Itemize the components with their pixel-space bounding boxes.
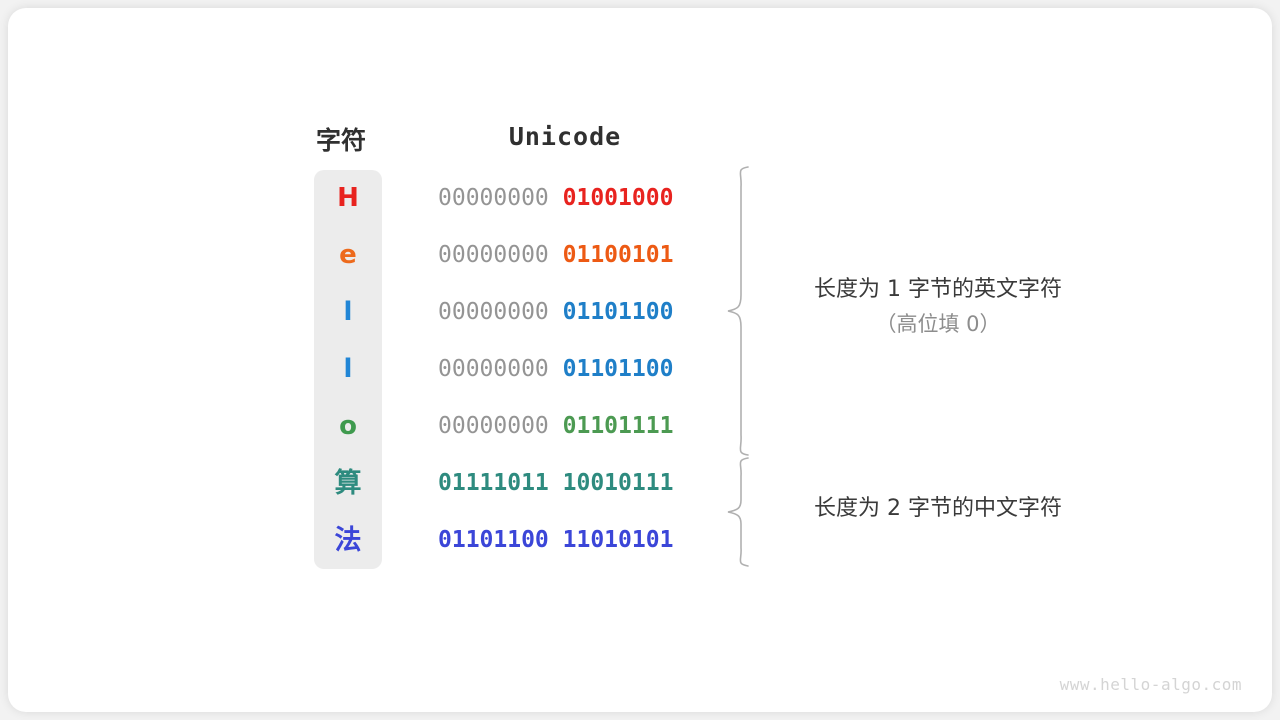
- row-unicode-binary: 00000000 01101111: [438, 398, 698, 455]
- low-byte: 01101111: [562, 413, 674, 439]
- low-byte: 01100101: [562, 242, 674, 268]
- byte-separator: [549, 470, 563, 496]
- row-character: e: [339, 240, 357, 270]
- byte-separator: [549, 413, 563, 439]
- high-byte: 01111011: [438, 470, 549, 496]
- byte-separator: [549, 356, 563, 382]
- byte-separator: [549, 299, 563, 325]
- figure-card: 字符 Unicode H 00000000 01001000 e 00000000 0…: [8, 8, 1272, 712]
- row-character: l: [343, 297, 353, 327]
- low-byte: 01001000: [562, 185, 674, 211]
- annotation-one-byte-line2: （高位填 0）: [875, 312, 1001, 336]
- row-character: o: [339, 411, 357, 441]
- low-byte: 10010111: [562, 470, 674, 496]
- high-byte: 00000000: [438, 242, 549, 268]
- high-byte: 01101100: [438, 527, 549, 553]
- brace-two-byte: [727, 457, 749, 567]
- byte-separator: [549, 242, 563, 268]
- row-unicode-binary: 00000000 01001000: [438, 170, 698, 227]
- byte-separator: [549, 185, 563, 211]
- row-character: 法: [334, 525, 362, 556]
- high-byte: 00000000: [438, 185, 549, 211]
- row-character: l: [343, 354, 353, 384]
- low-byte: 01101100: [562, 299, 674, 325]
- byte-separator: [549, 527, 563, 553]
- row-unicode-binary: 01101100 11010101: [438, 512, 698, 569]
- annotation-two-byte-line1: 长度为 2 字节的中文字符: [814, 496, 1062, 521]
- row-unicode-binary: 00000000 01101100: [438, 284, 698, 341]
- row-unicode-binary: 00000000 01101100: [438, 341, 698, 398]
- high-byte: 00000000: [438, 299, 549, 325]
- annotation-one-byte: 长度为 1 字节的英文字符 （高位填 0）: [778, 273, 1098, 341]
- row-character: H: [337, 183, 359, 213]
- low-byte: 11010101: [562, 527, 674, 553]
- row-character: 算: [334, 468, 362, 499]
- annotation-two-byte: 长度为 2 字节的中文字符: [778, 492, 1098, 526]
- watermark: www.hello-algo.com: [1059, 675, 1242, 694]
- low-byte: 01101100: [562, 356, 674, 382]
- annotation-one-byte-line1: 长度为 1 字节的英文字符: [814, 277, 1062, 302]
- row-unicode-binary: 00000000 01100101: [438, 227, 698, 284]
- brace-one-byte: [727, 166, 749, 456]
- row-unicode-binary: 01111011 10010111: [438, 455, 698, 512]
- column-header-unicode: Unicode: [508, 122, 622, 151]
- high-byte: 00000000: [438, 356, 549, 382]
- high-byte: 00000000: [438, 413, 549, 439]
- character-column-chip: [314, 170, 382, 569]
- column-header-character: 字符: [315, 126, 366, 155]
